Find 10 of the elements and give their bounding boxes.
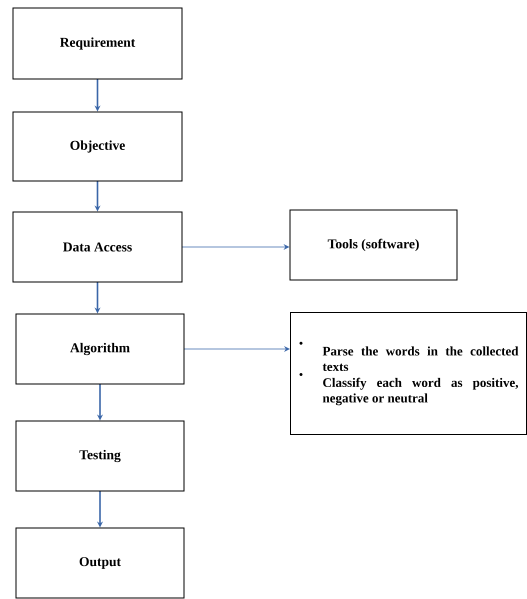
process-box: Output [16, 528, 184, 598]
process-box: Data Access [12, 212, 182, 282]
bullet-list-box [290, 312, 527, 435]
bullet-text: Parse the words in the collected texts [322, 346, 518, 372]
process-box: Tools (software) [290, 210, 458, 280]
bullet-text: Classify each word as positive, negative or neutral [322, 378, 518, 406]
process-box: Requirement [12, 8, 182, 80]
process-box: Testing [16, 420, 184, 492]
process-box: Algorithm [16, 314, 184, 384]
process-box: Objective [12, 112, 182, 182]
